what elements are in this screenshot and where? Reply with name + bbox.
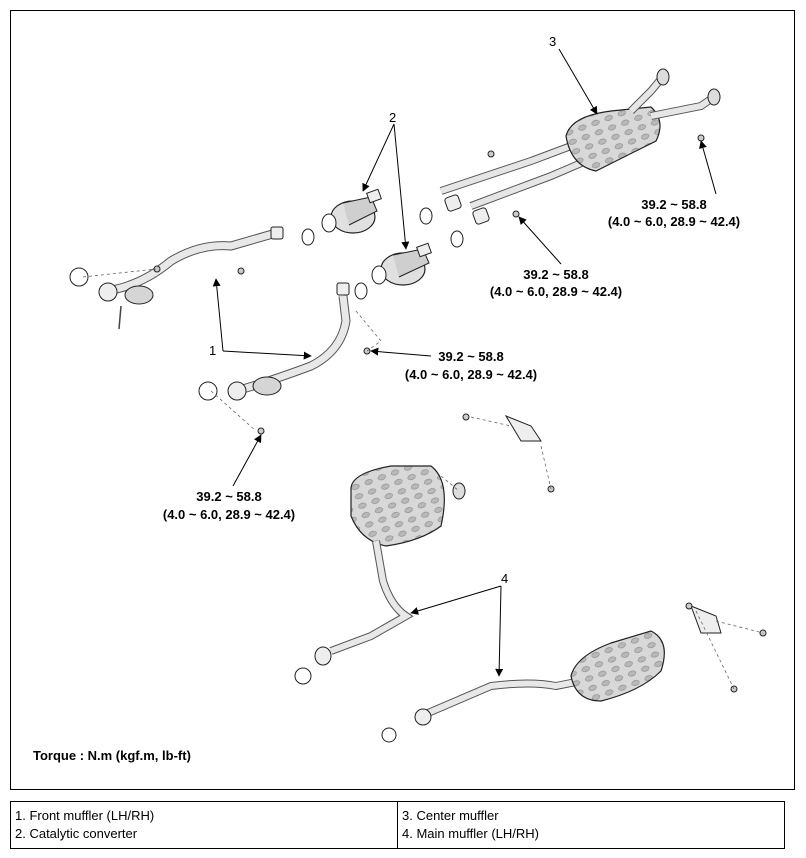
torque-detail-3: (4.0 ~ 6.0, 28.9 ~ 42.4) bbox=[405, 367, 537, 382]
legend-row: 1. Front muffler (LH/RH) 2. Catalytic co… bbox=[10, 801, 785, 849]
callout-leaders bbox=[212, 48, 717, 677]
catalytic-converter-upper bbox=[301, 188, 382, 246]
alignment-lines bbox=[82, 268, 764, 690]
exhaust-system-diagram: 3 2 1 4 39.2 ~ 58.8 (4.0 ~ 6.0, 28.9 ~ 4… bbox=[69, 34, 767, 743]
legend-item-2: 2. Catalytic converter bbox=[15, 826, 138, 841]
center-muffler-assembly bbox=[419, 68, 721, 248]
callout-3: 3 bbox=[549, 34, 556, 49]
main-muffler-lower bbox=[381, 602, 767, 743]
main-muffler-upper bbox=[294, 413, 555, 685]
legend-item-4: 4. Main muffler (LH/RH) bbox=[402, 826, 540, 841]
diagram-frame: 3 2 1 4 39.2 ~ 58.8 (4.0 ~ 6.0, 28.9 ~ 4… bbox=[10, 10, 795, 790]
torque-value-1: 39.2 ~ 58.8 bbox=[641, 197, 706, 212]
catalytic-converter-lower bbox=[354, 242, 432, 300]
front-muffler-upper bbox=[69, 226, 284, 330]
parts-legend-table: 1. Front muffler (LH/RH) 2. Catalytic co… bbox=[10, 801, 785, 849]
torque-unit-note: Torque : N.m (kgf.m, lb-ft) bbox=[33, 748, 191, 763]
legend-cell-right: 3. Center muffler 4. Main muffler (LH/RH… bbox=[397, 801, 785, 849]
torque-detail-2: (4.0 ~ 6.0, 28.9 ~ 42.4) bbox=[490, 284, 622, 299]
legend-item-1: 1. Front muffler (LH/RH) bbox=[15, 808, 155, 823]
torque-detail-1: (4.0 ~ 6.0, 28.9 ~ 42.4) bbox=[608, 214, 740, 229]
front-muffler-lower bbox=[198, 282, 371, 435]
callout-4: 4 bbox=[501, 571, 508, 586]
callout-1: 1 bbox=[209, 343, 216, 358]
torque-value-4: 39.2 ~ 58.8 bbox=[196, 489, 261, 504]
torque-value-2: 39.2 ~ 58.8 bbox=[523, 267, 588, 282]
legend-cell-left: 1. Front muffler (LH/RH) 2. Catalytic co… bbox=[10, 801, 398, 849]
torque-detail-4: (4.0 ~ 6.0, 28.9 ~ 42.4) bbox=[163, 507, 295, 522]
legend-item-3: 3. Center muffler bbox=[402, 808, 499, 823]
torque-value-3: 39.2 ~ 58.8 bbox=[438, 349, 503, 364]
callout-2: 2 bbox=[389, 110, 396, 125]
